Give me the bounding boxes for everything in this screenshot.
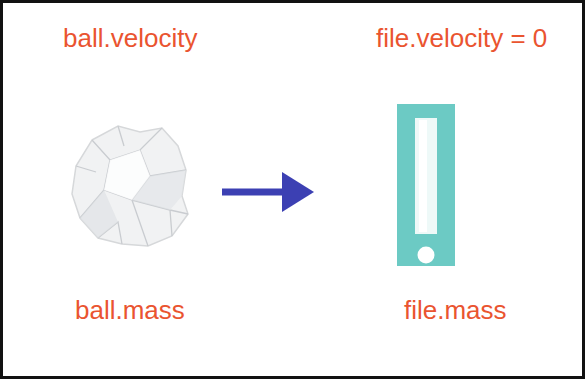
file-icon (397, 104, 455, 266)
mass-label: ball.mass (75, 294, 185, 326)
velocity-label: file.velocity = 0 (376, 22, 547, 54)
velocity-label: ball.velocity (63, 22, 197, 54)
paper-ball (72, 126, 188, 246)
motion-arrow (222, 172, 314, 212)
mass-label: file.mass (404, 294, 507, 326)
